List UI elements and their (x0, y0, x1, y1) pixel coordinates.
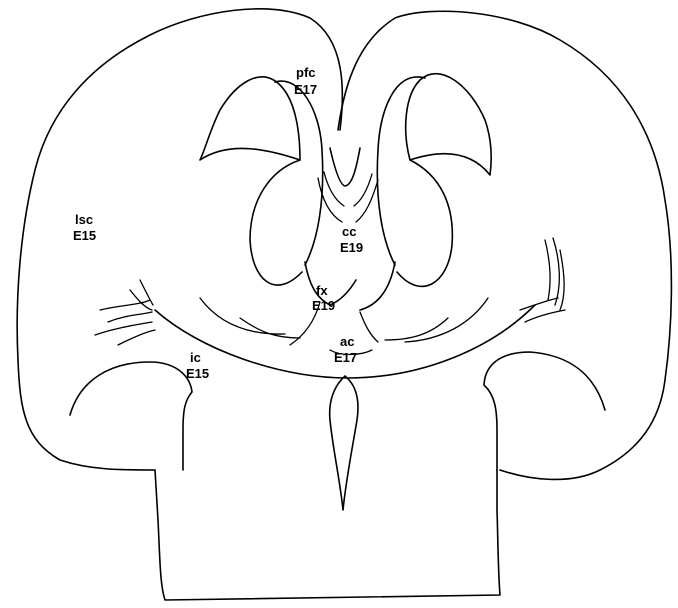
left-striations (95, 280, 155, 345)
cc-fibers-right (354, 174, 378, 222)
left-temporal-lobe (70, 362, 192, 470)
pfc-label: pfc (296, 65, 316, 80)
right-hemisphere-outline (338, 11, 671, 479)
ac-label: ac (340, 334, 354, 349)
left-hemisphere-outline (17, 9, 342, 470)
right-striations (520, 238, 565, 322)
cc-label: cc (342, 224, 356, 239)
left-ventricle-inner (250, 160, 302, 285)
midline-notch (330, 148, 360, 186)
pfc-age: E17 (294, 82, 317, 97)
cc-age: E19 (340, 240, 363, 255)
fx-age: E19 (312, 298, 335, 313)
ac-right-fibers (385, 298, 488, 342)
right-ventricle-inner (397, 160, 452, 286)
right-ventricle-wall (377, 77, 425, 265)
ic-age: E15 (186, 366, 209, 381)
ac-left-fibers (200, 298, 300, 338)
right-temporal-lobe (484, 352, 605, 470)
left-ventricle-wall (275, 81, 323, 265)
lsc-age: E15 (73, 228, 96, 243)
ac-age: E17 (334, 350, 357, 365)
lsc-label: lsc (75, 212, 93, 227)
right-lateral-ventricle-outer (406, 74, 491, 175)
ic-label: ic (190, 350, 201, 365)
brainstem-outline (155, 470, 500, 600)
fx-label: fx (316, 283, 328, 298)
third-ventricle (330, 376, 358, 510)
left-lateral-ventricle-outer (200, 77, 300, 160)
